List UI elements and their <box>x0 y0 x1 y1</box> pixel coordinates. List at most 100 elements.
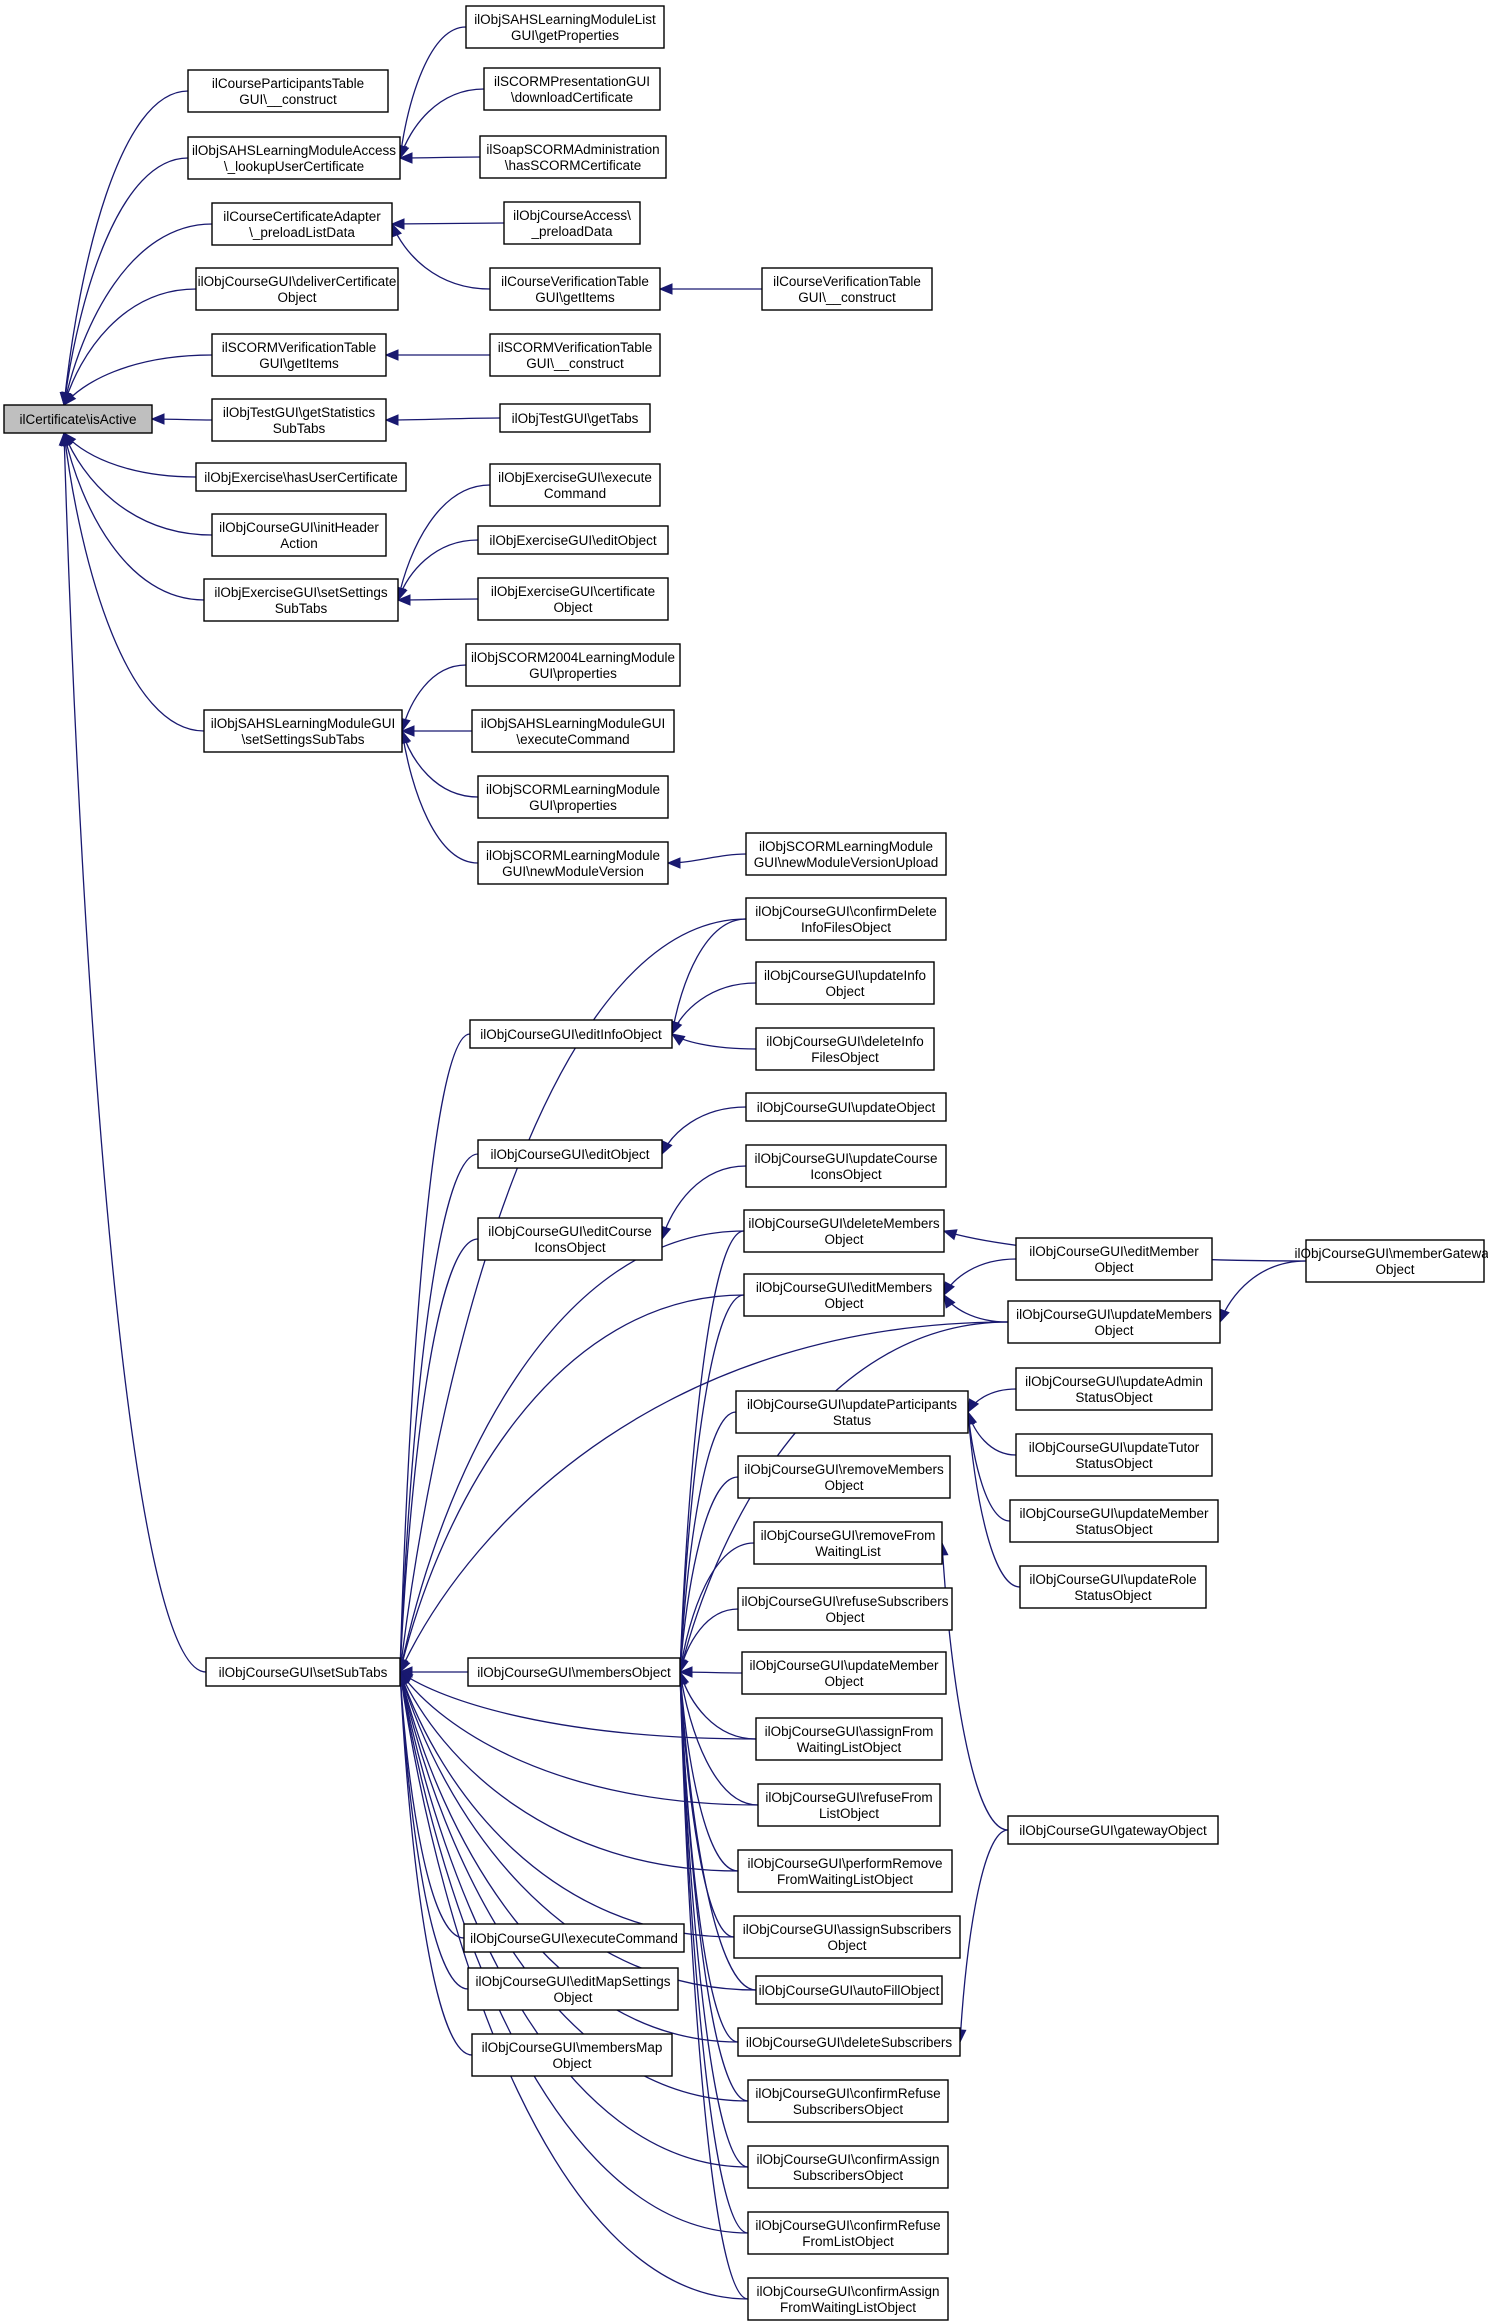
node-label: FromListObject <box>802 2234 894 2249</box>
node-label: ilObjCourseGUI\membersObject <box>477 1665 671 1680</box>
node-n-scorm-pres[interactable]: ilSCORMPresentationGUI\downloadCertifica… <box>483 67 661 111</box>
node-label: ilObjExercise\hasUserCertificate <box>204 470 398 485</box>
node-box <box>1015 1367 1213 1411</box>
edge-root-to-n_set_sub_tabs <box>58 431 207 1673</box>
node-n-delete-subs[interactable]: ilObjCourseGUI\deleteSubscribers <box>737 2027 961 2057</box>
node-n-test-tabs[interactable]: ilObjTestGUI\getTabs <box>499 403 651 433</box>
node-label: ilObjCourseGUI\editMapSettings <box>475 1974 670 1989</box>
node-box <box>755 1717 943 1761</box>
node-box <box>477 841 669 885</box>
node-label: Object <box>553 600 592 615</box>
node-n-ex-has[interactable]: ilObjExercise\hasUserCertificate <box>195 462 407 492</box>
node-n-set-sub-tabs[interactable]: ilObjCourseGUI\setSubTabs <box>205 1657 401 1687</box>
node-box <box>743 1273 945 1317</box>
node-n-course-access[interactable]: ilObjCourseAccess\_preloadData <box>503 201 641 245</box>
node-n-members-object[interactable]: ilObjCourseGUI\membersObject <box>467 1657 681 1687</box>
node-label: SubTabs <box>275 601 328 616</box>
node-label: Object <box>553 1990 592 2005</box>
node-n-confirm-delete-info[interactable]: ilObjCourseGUI\confirmDeleteInfoFilesObj… <box>745 897 947 941</box>
node-box <box>463 1923 685 1953</box>
node-n-perform-remove[interactable]: ilObjCourseGUI\performRemoveFromWaitingL… <box>737 1849 953 1893</box>
node-n-scorm-newver[interactable]: ilObjSCORMLearningModuleGUI\newModuleVer… <box>477 841 669 885</box>
node-label: GUI\__construct <box>798 290 896 305</box>
node-box <box>753 1521 943 1565</box>
node-n-confirm-refuse-list[interactable]: ilObjCourseGUI\confirmRefuseFromListObje… <box>747 2211 949 2255</box>
node-n-ex-exec[interactable]: ilObjExerciseGUI\executeCommand <box>489 463 661 507</box>
node-n-edit-object[interactable]: ilObjCourseGUI\editObject <box>477 1139 663 1169</box>
node-n-confirm-refuse-subs[interactable]: ilObjCourseGUI\confirmRefuseSubscribersO… <box>747 2079 949 2123</box>
node-n-sahs-list[interactable]: ilObjSAHSLearningModuleListGUI\getProper… <box>465 5 665 49</box>
node-n-update-object[interactable]: ilObjCourseGUI\updateObject <box>745 1092 947 1122</box>
node-n-soap[interactable]: ilSoapSCORMAdministration\hasSCORMCertif… <box>479 135 667 179</box>
node-label: \_lookupUserCertificate <box>224 159 364 174</box>
node-n-sahs-settings[interactable]: ilObjSAHSLearningModuleGUI\setSettingsSu… <box>203 709 403 753</box>
node-label: ilObjSCORMLearningModule <box>759 839 933 854</box>
node-box <box>471 709 675 753</box>
edge-n_edit_info-to-n_update_info <box>671 982 757 1036</box>
node-n-confirm-assign-subs[interactable]: ilObjCourseGUI\confirmAssignSubscribersO… <box>747 2145 949 2189</box>
edge-n_set_sub_tabs-to-n_confirm_assign_subs <box>396 1670 749 2168</box>
node-label: Object <box>1375 1262 1414 1277</box>
node-label: GUI\__construct <box>239 92 337 107</box>
node-n-assign-waiting[interactable]: ilObjCourseGUI\assignFromWaitingListObje… <box>755 1717 943 1761</box>
arrowhead <box>384 414 399 426</box>
edge-n_set_sub_tabs-to-n_edit_object <box>394 1153 479 1674</box>
node-n-edit-info[interactable]: ilObjCourseGUI\editInfoObject <box>469 1019 673 1049</box>
node-label: ilObjCourseGUI\updateCourse <box>754 1151 937 1166</box>
node-label: \_preloadListData <box>249 225 355 240</box>
node-n-ex-edit[interactable]: ilObjExerciseGUI\editObject <box>477 525 669 555</box>
node-box <box>195 267 399 311</box>
node-n-exec-cmd[interactable]: ilObjCourseGUI\executeCommand <box>463 1923 685 1953</box>
edge-line <box>679 1671 757 1991</box>
node-n-sahs-exec[interactable]: ilObjSAHSLearningModuleGUI\executeComman… <box>471 709 675 753</box>
arrowhead <box>967 1398 980 1414</box>
node-box <box>3 404 153 434</box>
edge-n_sahs_settings-to-n_sahs_exec <box>400 725 472 737</box>
node-n-ex-settings[interactable]: ilObjExerciseGUI\setSettingsSubTabs <box>203 578 399 622</box>
node-n-scorm2004-props[interactable]: ilObjSCORM2004LearningModuleGUI\properti… <box>465 643 681 687</box>
node-n-autofill[interactable]: ilObjCourseGUI\autoFillObject <box>755 1975 943 2005</box>
node-root[interactable]: ilCertificate\isActive <box>3 404 153 434</box>
node-n-scorm-newver-upload[interactable]: ilObjSCORMLearningModuleGUI\newModuleVer… <box>745 832 947 876</box>
node-n-sahs-access[interactable]: ilObjSAHSLearningModuleAccess\_lookupUse… <box>187 136 401 180</box>
edge-n_set_sub_tabs-to-n_edit_map <box>394 1670 469 1990</box>
node-n-confirm-assign-waiting[interactable]: ilObjCourseGUI\confirmAssignFromWaitingL… <box>747 2277 949 2321</box>
node-n-gateway[interactable]: ilObjCourseGUI\gatewayObject <box>1007 1815 1219 1845</box>
node-box <box>1007 1815 1219 1845</box>
node-n-cca[interactable]: ilCourseCertificateAdapter\_preloadListD… <box>211 202 393 246</box>
node-box <box>467 1657 681 1687</box>
